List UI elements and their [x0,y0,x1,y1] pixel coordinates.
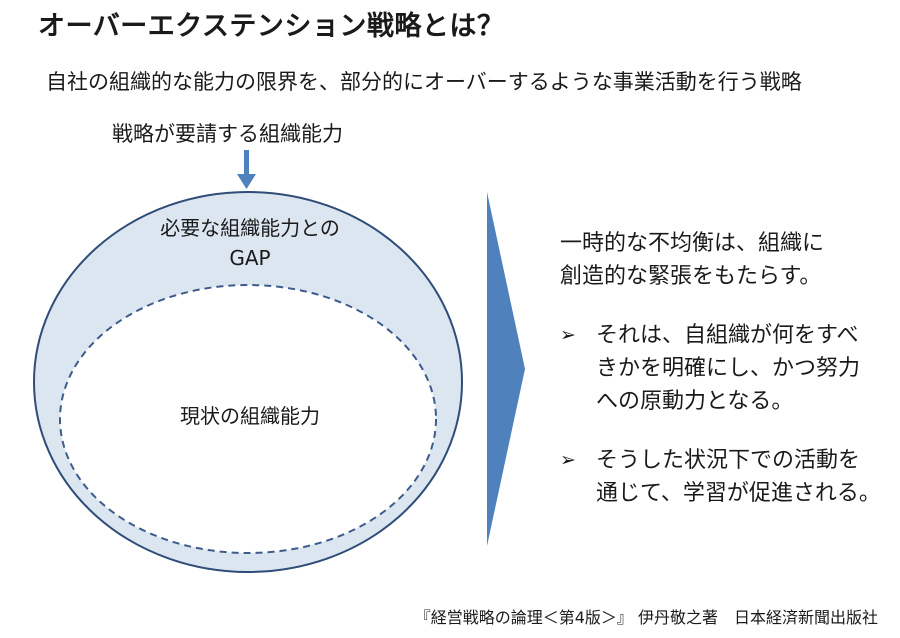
demand-arrow-head [237,174,256,189]
current-capability-label: 現状の組織能力 [180,404,320,428]
bullet-arrow-icon: ➢ [560,324,576,346]
source-citation: 『経営戦略の論理＜第4版＞』 伊丹敬之著 日本経済新聞出版社 [414,608,878,627]
big-right-arrow [487,192,525,546]
demand-capability-label: 戦略が要請する組織能力 [112,122,343,146]
bullet-line: それは、自組織が何をすべ [596,323,859,348]
bullet-line: 通じて、学習が促進される。 [596,481,881,506]
gap-label-line: GAP [229,246,271,270]
demand-arrow-shaft [244,150,249,175]
bullet-line: そうした状況下での活動を [596,448,861,473]
bullet-text: そうした状況下での活動を 通じて、学習が促進される。 [596,444,895,510]
bullet-item: ➢ そうした状況下での活動を 通じて、学習が促進される。 [560,444,895,510]
bullet-text: それは、自組織が何をすべ きかを明確にし、かつ努力 への原動力となる。 [596,319,895,418]
bullet-arrow-icon: ➢ [560,449,576,471]
current-capability-circle [59,284,437,554]
lead-line: 一時的な不均衡は、組織に [560,231,825,256]
bullet-line: きかを明確にし、かつ努力 [596,356,861,381]
bullet-line: への原動力となる。 [596,389,794,414]
explanation-lead: 一時的な不均衡は、組織に 創造的な緊張をもたらす。 [560,227,895,293]
page-title: オーバーエクステンション戦略とは？ [38,11,505,42]
bullet-item: ➢ それは、自組織が何をすべ きかを明確にし、かつ努力 への原動力となる。 [560,319,895,418]
page-subtitle: 自社の組織的な能力の限界を、部分的にオーバーするような事業活動を行う戦略 [46,70,802,94]
gap-label: 必要な組織能力との GAP [120,213,380,273]
gap-label-line: 必要な組織能力との [160,216,340,240]
lead-line: 創造的な緊張をもたらす。 [560,264,822,289]
explanation-block: 一時的な不均衡は、組織に 創造的な緊張をもたらす。 ➢ それは、自組織が何をすべ… [560,227,895,510]
